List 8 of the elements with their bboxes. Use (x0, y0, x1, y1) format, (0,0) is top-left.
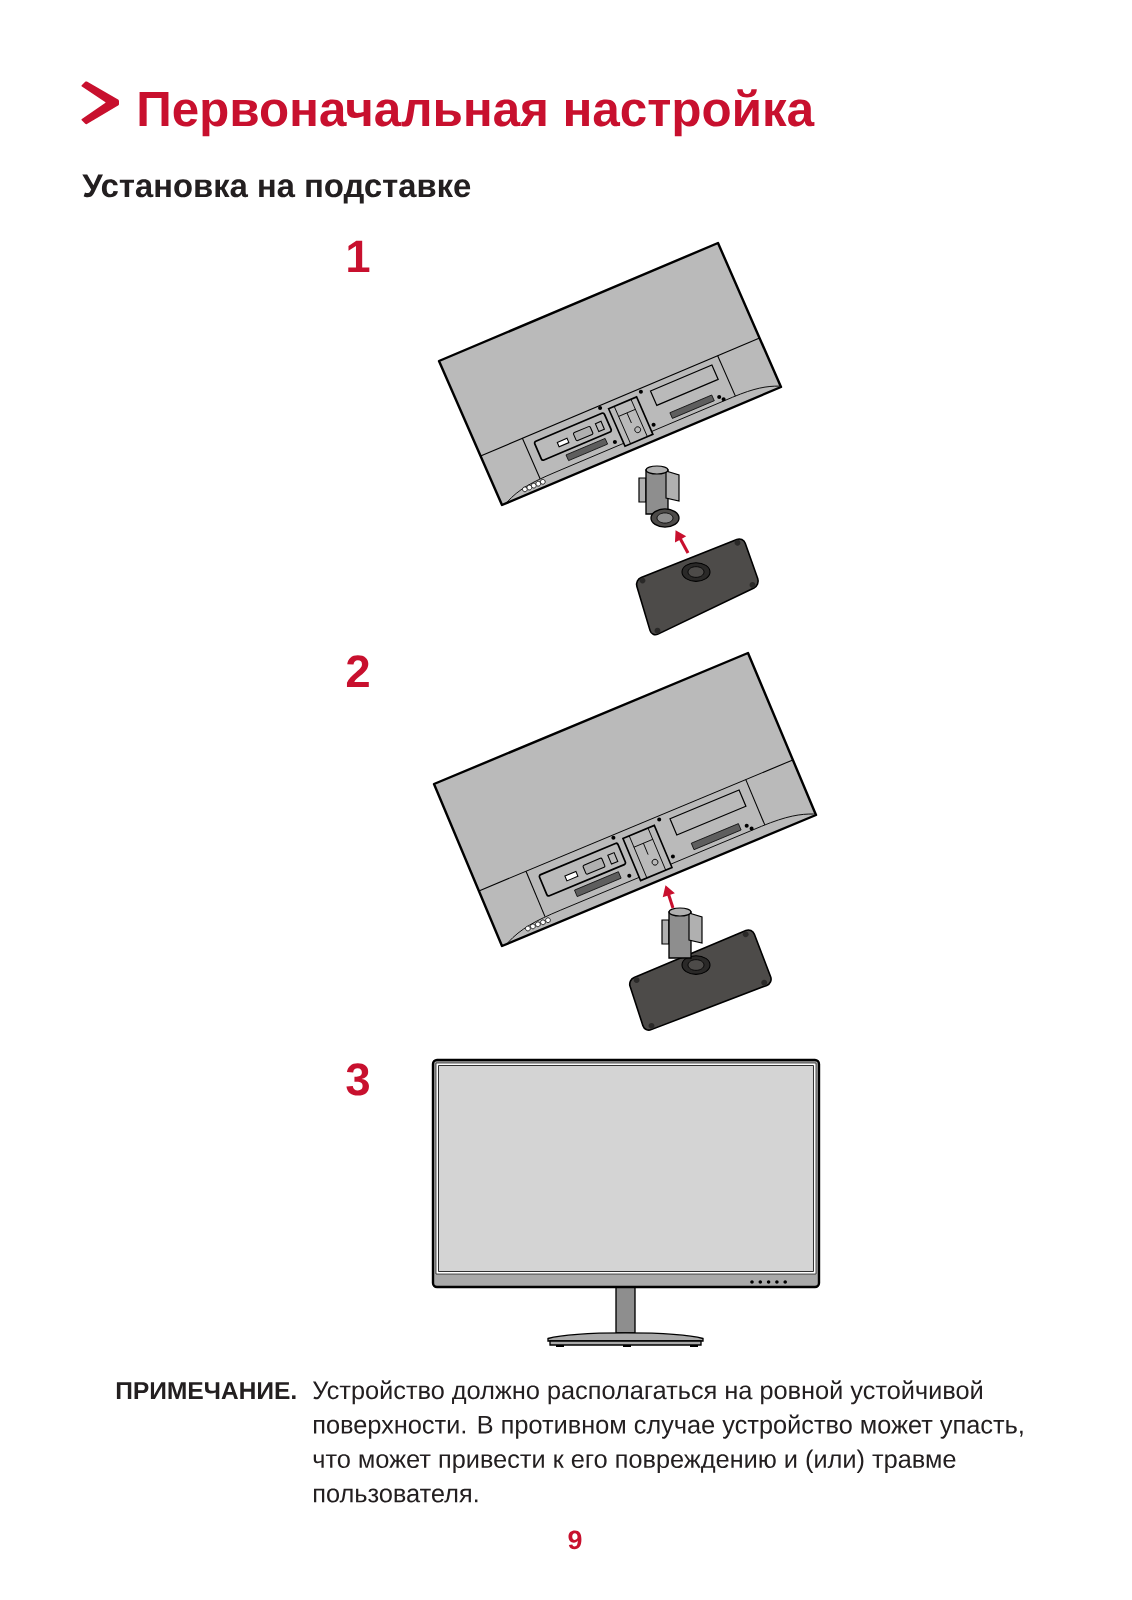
step-number: 1 (348, 240, 370, 272)
section-heading: Установка на подставке (82, 174, 471, 204)
page-title: Первоначальная настройка (139, 89, 815, 137)
note-label: ПРИМЕЧАНИЕ. (116, 1382, 296, 1399)
step-number: 3 (346, 1063, 369, 1096)
page-number: 9 (568, 1530, 582, 1550)
step-number: 2 (346, 655, 369, 687)
note-text: Устройство должно располагаться на ровной устойчивой поверхности. В противном случае устройство может упасть, что может привести к его повреждению и (или) травме пользователя. (312, 1380, 1023, 1503)
